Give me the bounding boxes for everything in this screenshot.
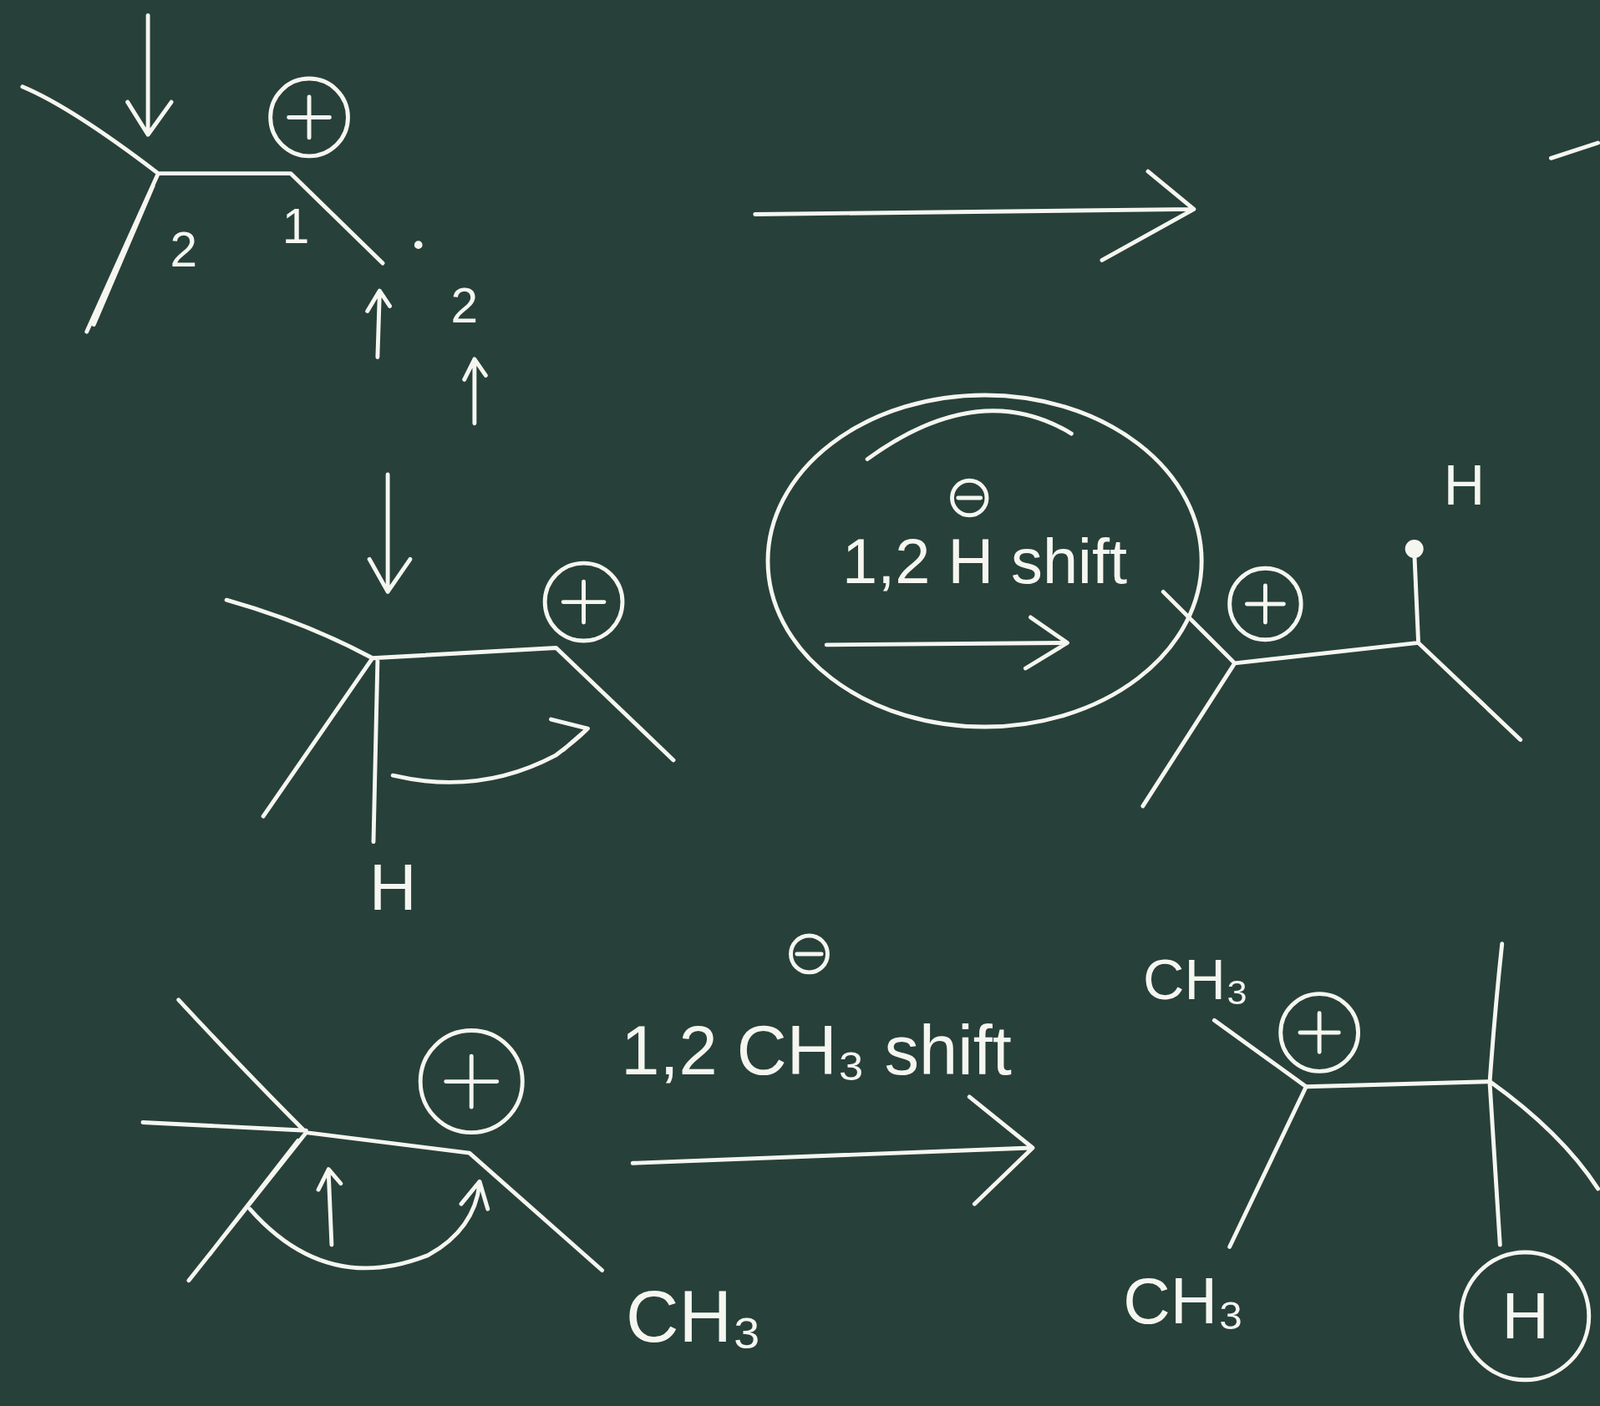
curved-arrow — [392, 719, 588, 783]
chalk-label: H — [1443, 456, 1485, 514]
minus-sign — [797, 951, 822, 956]
charge-circle — [791, 935, 828, 973]
charge-circle — [270, 78, 349, 157]
chalk-label: 1 — [282, 202, 310, 252]
scribble — [867, 411, 1072, 460]
partial-line — [1550, 142, 1598, 158]
pointer-arrow — [369, 474, 411, 592]
chalk-label: CH₃ — [625, 1280, 762, 1354]
charge-circle — [420, 1031, 523, 1133]
skeletal-bond — [22, 86, 383, 332]
chalk-label: 2 — [450, 281, 478, 331]
outline — [767, 395, 1202, 727]
pointer-arrow — [318, 1169, 341, 1245]
plus-sign — [563, 581, 605, 623]
outline — [1461, 1252, 1590, 1381]
charge-circle — [544, 563, 623, 641]
skeletal-bond — [1213, 944, 1598, 1248]
plus-sign — [289, 96, 331, 138]
charge-circle — [1280, 994, 1359, 1072]
dot — [416, 243, 421, 248]
node-text: 1,2 H shift — [842, 529, 1128, 594]
chalk-label: H — [369, 854, 417, 920]
shift-oval: 1,2 H shift — [765, 392, 1204, 730]
reaction-arrow — [755, 171, 1194, 260]
pointer-arrow — [127, 15, 173, 135]
curved-arrow — [249, 1181, 488, 1269]
skeletal-bond — [226, 599, 674, 842]
reaction-arrow — [826, 617, 1067, 669]
skeletal-bond — [142, 1000, 603, 1281]
charge-circle — [951, 480, 987, 516]
chalk-label: 2 — [170, 225, 199, 275]
plus-sign — [1300, 1013, 1339, 1052]
circled-atom: H — [1458, 1249, 1592, 1383]
chalk-label: CH₃ — [1122, 1268, 1245, 1334]
node-text: H — [1502, 1283, 1550, 1349]
minus-sign — [958, 496, 981, 501]
plus-sign — [1246, 585, 1284, 623]
chalk-label: CH₃ — [1142, 950, 1250, 1008]
chalk-label: 1,2 CH₃ shift — [620, 1015, 1012, 1086]
charge-circle — [1229, 568, 1301, 640]
reaction-arrow — [632, 1097, 1033, 1204]
plus-sign — [446, 1056, 498, 1108]
atom-dot — [1406, 542, 1422, 557]
